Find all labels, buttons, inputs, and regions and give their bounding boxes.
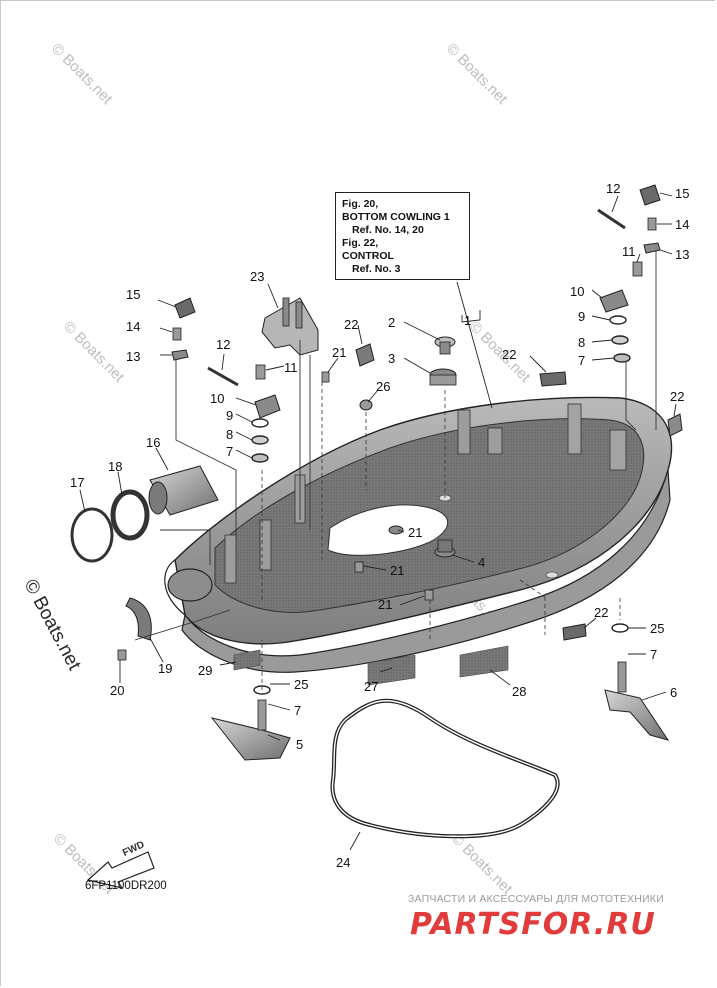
shop-logo[interactable]: PARTSFOR.RU: [410, 907, 656, 942]
callout-12[interactable]: 12: [216, 337, 231, 352]
lever-part: [210, 685, 291, 761]
callout-23[interactable]: 23: [250, 269, 265, 284]
callout-27[interactable]: 27: [364, 679, 379, 694]
callout-16[interactable]: 16: [146, 435, 161, 450]
callout-25[interactable]: 25: [650, 621, 665, 636]
callout-7[interactable]: 7: [294, 703, 302, 718]
callout-25[interactable]: 25: [294, 677, 309, 692]
callout-22[interactable]: 22: [670, 389, 685, 404]
ref-line: Ref. No. 3: [352, 263, 401, 275]
callout-28[interactable]: 28: [512, 684, 527, 699]
ref-line: Fig. 22,: [342, 237, 379, 249]
callout-10[interactable]: 10: [210, 391, 225, 406]
callout-15[interactable]: 15: [675, 186, 690, 201]
grommet-parts: [429, 336, 457, 558]
callout-13[interactable]: 13: [675, 247, 690, 262]
callout-21[interactable]: 21: [332, 345, 347, 360]
callout-6[interactable]: 6: [670, 685, 678, 700]
shop-caption: ЗАПЧАСТИ И АКСЕССУАРЫ ДЛЯ МОТОТЕХНИКИ: [408, 893, 664, 905]
dashed-guide-lines: [261, 382, 621, 690]
right-linkage-parts: [597, 184, 661, 363]
callout-20[interactable]: 20: [110, 683, 125, 698]
callout-12[interactable]: 12: [606, 181, 621, 196]
callout-11[interactable]: 11: [622, 244, 636, 259]
bottom-cowling: [164, 396, 673, 673]
diagram-code: 6FP1100DR200: [85, 880, 167, 892]
callout-29[interactable]: 29: [198, 663, 213, 678]
label-sticker: [459, 645, 509, 678]
callout-19[interactable]: 19: [158, 661, 173, 676]
grip-part: [125, 597, 152, 641]
callout-14[interactable]: 14: [126, 319, 141, 334]
callout-13[interactable]: 13: [126, 349, 141, 364]
label-sticker: [233, 649, 261, 671]
callout-14[interactable]: 14: [675, 217, 690, 232]
callout-9[interactable]: 9: [226, 408, 234, 423]
reference-box: Fig. 20, BOTTOM COWLING 1 Ref. No. 14, 2…: [335, 192, 470, 280]
callout-7[interactable]: 7: [650, 647, 658, 662]
callout-21[interactable]: 21: [390, 563, 405, 578]
ref-line: Fig. 20,: [342, 198, 379, 210]
callout-11[interactable]: 11: [284, 360, 298, 375]
fwd-arrow: [86, 851, 155, 889]
callout-9[interactable]: 9: [578, 309, 586, 324]
callout-24[interactable]: 24: [336, 855, 351, 870]
callout-10[interactable]: 10: [570, 284, 585, 299]
hose-clamp: [110, 489, 150, 541]
hose-clamp: [70, 507, 114, 563]
leader-lines: [79, 192, 677, 851]
callout-21[interactable]: 21: [378, 597, 393, 612]
ref-line: Ref. No. 14, 20: [352, 224, 424, 236]
callout-1[interactable]: 1: [464, 313, 472, 328]
ref-line: CONTROL: [342, 250, 394, 262]
label-sticker: [367, 654, 416, 686]
callout-22[interactable]: 22: [594, 605, 609, 620]
left-linkage-parts: [171, 297, 281, 463]
rubber-seal: [330, 698, 560, 839]
callout-22[interactable]: 22: [502, 347, 517, 362]
ref-line: BOTTOM COWLING 1: [342, 211, 450, 223]
callout-4[interactable]: 4: [478, 555, 486, 570]
callout-2[interactable]: 2: [388, 315, 396, 330]
bracket-part: [261, 297, 319, 356]
callout-18[interactable]: 18: [108, 459, 123, 474]
hose-grommet: [148, 465, 219, 516]
callout-15[interactable]: 15: [126, 287, 141, 302]
callout-22[interactable]: 22: [344, 317, 359, 332]
callout-26[interactable]: 26: [376, 379, 391, 394]
callout-8[interactable]: 8: [226, 427, 234, 442]
callout-21[interactable]: 21: [408, 525, 423, 540]
solid-guide-lines: [134, 250, 657, 641]
callout-17[interactable]: 17: [70, 475, 85, 490]
callout-3[interactable]: 3: [388, 351, 396, 366]
callout-5[interactable]: 5: [296, 737, 304, 752]
callout-8[interactable]: 8: [578, 335, 586, 350]
lever-part: [604, 623, 670, 741]
callout-7[interactable]: 7: [578, 353, 586, 368]
callout-7[interactable]: 7: [226, 444, 234, 459]
